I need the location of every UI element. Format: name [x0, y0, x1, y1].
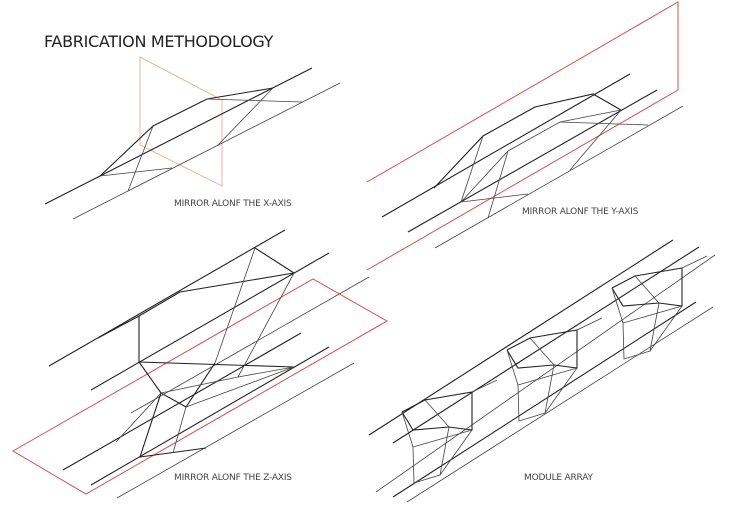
- rail-line: [116, 362, 355, 499]
- frame-strut: [460, 193, 529, 203]
- frame-strut: [237, 272, 295, 378]
- frame-strut: [139, 392, 207, 458]
- panel-x-axis-mirror: [44, 56, 341, 220]
- frame-strut: [160, 366, 295, 408]
- rail-line: [62, 332, 302, 471]
- rail-line: [90, 346, 330, 486]
- mirror-plane-z: [12, 278, 389, 495]
- frame-strut: [172, 406, 187, 454]
- panel-y-axis-mirror: [366, 1, 684, 271]
- frame-strut: [214, 247, 256, 364]
- mirror-plane-y: [366, 1, 679, 271]
- rail-line: [72, 82, 341, 220]
- panel-z-axis-mirror: [12, 229, 389, 499]
- frame-strut: [217, 87, 274, 146]
- frame-strut: [460, 135, 484, 203]
- frame-strut: [559, 109, 622, 123]
- rail-line: [407, 89, 658, 233]
- label-module-array: MODULE ARRAY: [524, 473, 593, 483]
- frame-chain: [433, 93, 622, 189]
- rail-line: [381, 73, 631, 218]
- module-unit: [506, 317, 603, 422]
- rail-line: [434, 105, 684, 249]
- frame-strut: [569, 109, 622, 171]
- rail-line: [130, 276, 370, 414]
- frame-chain: [97, 247, 296, 339]
- rail-line: [406, 306, 714, 503]
- frame-strut: [206, 98, 303, 103]
- mirror-plane-x: [139, 56, 223, 187]
- rail-line: [44, 67, 313, 205]
- rail-line: [48, 229, 286, 367]
- label-z-axis-mirror: MIRROR ALONF THE Z-AXIS: [174, 473, 292, 483]
- frame-chain: [460, 121, 649, 203]
- frame-chain: [99, 87, 274, 177]
- module-unit: [611, 255, 708, 360]
- panel-module-array: [368, 239, 716, 503]
- frame-strut: [127, 125, 154, 192]
- label-y-axis-mirror: MIRROR ALONF THE Y-AXIS: [522, 207, 639, 217]
- frame-strut: [99, 167, 173, 177]
- frame-strut: [115, 392, 162, 443]
- label-x-axis-mirror: MIRROR ALONF THE X-AXIS: [174, 199, 292, 209]
- rail-line: [392, 246, 700, 444]
- rail-line: [392, 301, 697, 498]
- diagram-title: FABRICATION METHODOLOGY: [44, 32, 274, 51]
- module-unit: [401, 379, 498, 484]
- frame-strut: [487, 150, 509, 219]
- rail-line: [375, 254, 716, 493]
- rail-line: [90, 252, 330, 391]
